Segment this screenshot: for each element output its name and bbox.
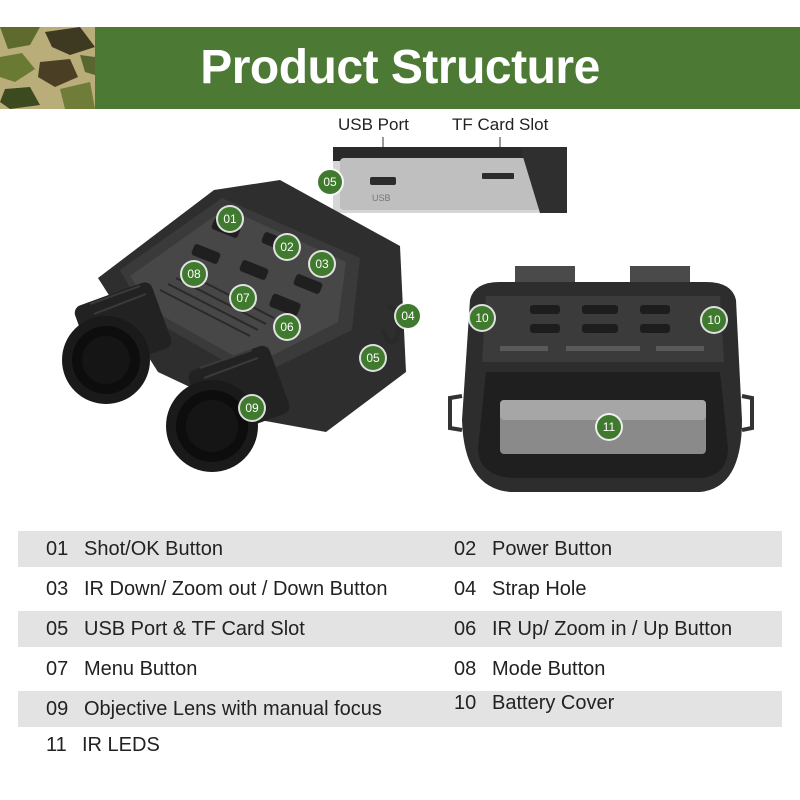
callout-08: 08 [182, 262, 206, 286]
callout-09: 09 [240, 396, 264, 420]
title-banner: Product Structure [0, 27, 800, 109]
binoculars-rear-view [448, 266, 754, 492]
port-closeup: USB [333, 147, 567, 213]
callout-05: 05 [361, 346, 385, 370]
callout-06: 06 [275, 315, 299, 339]
page-title: Product Structure [200, 41, 600, 94]
callout-11: 11 [597, 415, 621, 439]
callout-03: 03 [310, 252, 334, 276]
callout-04: 04 [396, 304, 420, 328]
callout-02: 02 [275, 235, 299, 259]
usb-port-label: USB Port [338, 115, 409, 134]
tf-card-slot-label: TF Card Slot [452, 115, 549, 134]
svg-text:USB: USB [372, 193, 391, 203]
callout-05-port: 05 [318, 170, 342, 194]
product-illustration: USB [62, 137, 754, 492]
callout-01: 01 [218, 207, 242, 231]
callout-10-right: 10 [702, 308, 726, 332]
callout-10-left: 10 [470, 306, 494, 330]
callout-07: 07 [231, 286, 255, 310]
camouflage-pattern [0, 27, 95, 109]
